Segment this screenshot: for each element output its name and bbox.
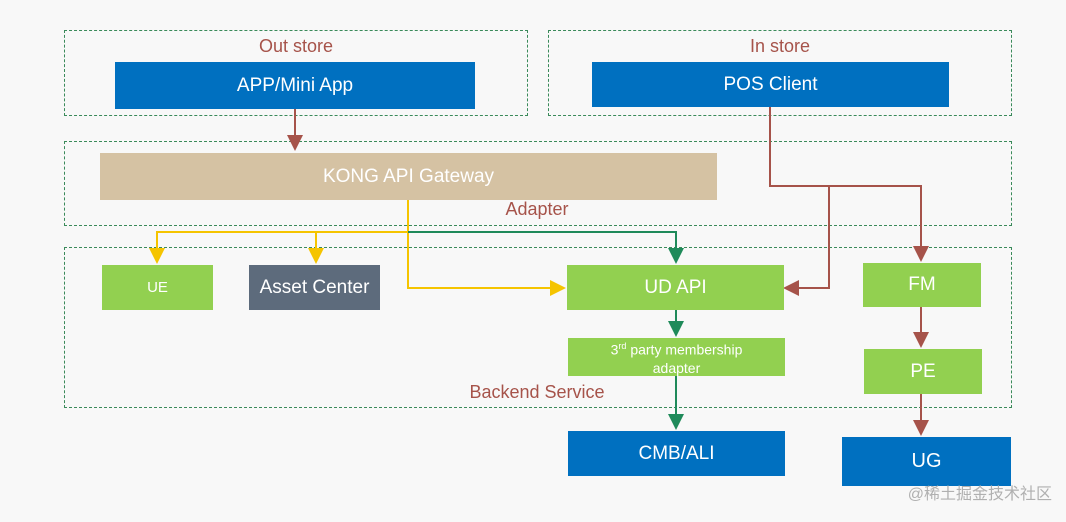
in-store-label: In store — [749, 36, 811, 56]
fm-node: FM — [863, 263, 981, 307]
pos-client-node: POS Client — [592, 62, 949, 107]
adapter-zone — [64, 141, 1012, 226]
in-store-zone — [548, 30, 1012, 116]
arrow-pos-to-fm — [769, 107, 929, 262]
third-party-line1: 3rd party membership — [610, 341, 743, 358]
arrow-kong-to-udapi — [407, 232, 566, 296]
ud-api-node: UD API — [567, 265, 784, 310]
app-mini-app-node: APP/Mini App — [115, 62, 475, 109]
ue-node: UE — [102, 265, 213, 310]
backend-service-label: Backend Service — [469, 382, 605, 402]
watermark: @稀土掘金技术社区 — [907, 486, 1052, 503]
out-store-label: Out store — [258, 36, 334, 56]
third-party-membership-adapter-node: 3rd party membership adapter — [568, 338, 785, 376]
asset-center-node: Asset Center — [249, 265, 380, 310]
arrow-kong-to-udapi-green — [408, 231, 684, 264]
cmb-ali-node: CMB/ALI — [568, 431, 785, 476]
backend-service-zone — [64, 247, 1012, 408]
arrow-kong-to-ue — [149, 200, 409, 264]
arrow-pos-to-udapi — [770, 185, 830, 296]
kong-api-gateway-node: KONG API Gateway — [100, 153, 717, 200]
adapter-label: Adapter — [505, 199, 569, 219]
pe-node: PE — [864, 349, 982, 394]
ug-node: UG — [842, 437, 1011, 486]
third-party-line2: adapter — [652, 359, 701, 376]
